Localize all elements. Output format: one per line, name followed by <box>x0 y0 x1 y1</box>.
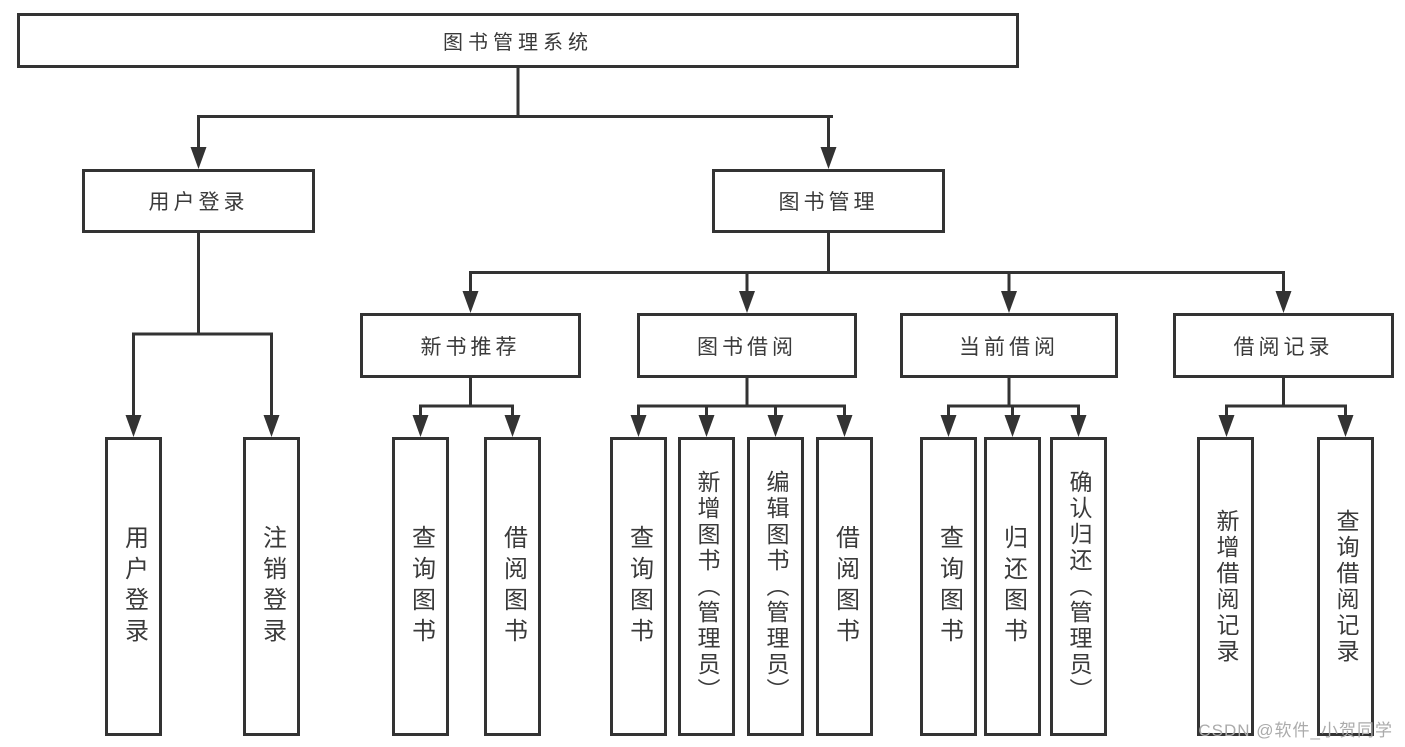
node-label: 用户登录 <box>120 524 148 649</box>
node-label: 图书管理 <box>778 191 879 214</box>
leaf-add-borrow-record: 新增借阅记录 <box>1197 437 1254 736</box>
node-label: 查询图书 <box>625 524 653 649</box>
node-label: 新增借阅记录 <box>1213 508 1239 665</box>
node-label: 借阅记录 <box>1233 335 1334 359</box>
node-label: 用户登录 <box>148 191 249 214</box>
leaf-query-borrow-record: 查询借阅记录 <box>1317 437 1374 736</box>
node-current-borrow: 当前借阅 <box>900 313 1118 378</box>
node-label: 图书管理系统 <box>443 32 593 54</box>
leaf-return-book: 归还图书 <box>984 437 1041 736</box>
node-label: 确认归还（管理员） <box>1066 469 1092 704</box>
node-label: 新增图书（管理员） <box>694 469 720 704</box>
node-book-borrow: 图书借阅 <box>637 313 857 378</box>
node-book-management: 图书管理 <box>712 169 945 233</box>
node-label: 图书借阅 <box>697 335 797 359</box>
node-label: 查询借阅记录 <box>1333 508 1359 665</box>
node-new-book-recommend: 新书推荐 <box>360 313 581 378</box>
leaf-add-book-admin: 新增图书（管理员） <box>678 437 735 736</box>
leaf-borrow-book: 借阅图书 <box>816 437 873 736</box>
arrow-down-icon <box>125 147 1354 437</box>
node-label: 查询图书 <box>935 524 963 649</box>
csdn-watermark: CSDN @软件_小贺同学 <box>1198 721 1393 740</box>
node-label: 借阅图书 <box>499 524 527 649</box>
leaf-logout: 注销登录 <box>243 437 300 736</box>
leaf-query-book-recommend: 查询图书 <box>392 437 449 736</box>
leaf-edit-book-admin: 编辑图书（管理员） <box>747 437 804 736</box>
node-label: 归还图书 <box>999 524 1027 649</box>
node-library-system: 图书管理系统 <box>17 13 1019 68</box>
node-label: 当前借阅 <box>959 335 1059 359</box>
node-label: 借阅图书 <box>831 524 859 649</box>
leaf-borrow-book-recommend: 借阅图书 <box>484 437 541 736</box>
node-label: 注销登录 <box>258 524 286 649</box>
node-user-login: 用户登录 <box>82 169 315 233</box>
leaf-query-book-current: 查询图书 <box>920 437 977 736</box>
leaf-user-login: 用户登录 <box>105 437 162 736</box>
node-label: 编辑图书（管理员） <box>763 469 789 704</box>
leaf-query-book-borrow: 查询图书 <box>610 437 667 736</box>
node-label: 新书推荐 <box>420 335 521 359</box>
leaf-confirm-return-admin: 确认归还（管理员） <box>1050 437 1107 736</box>
node-borrow-records: 借阅记录 <box>1173 313 1394 378</box>
node-label: 查询图书 <box>407 524 435 649</box>
